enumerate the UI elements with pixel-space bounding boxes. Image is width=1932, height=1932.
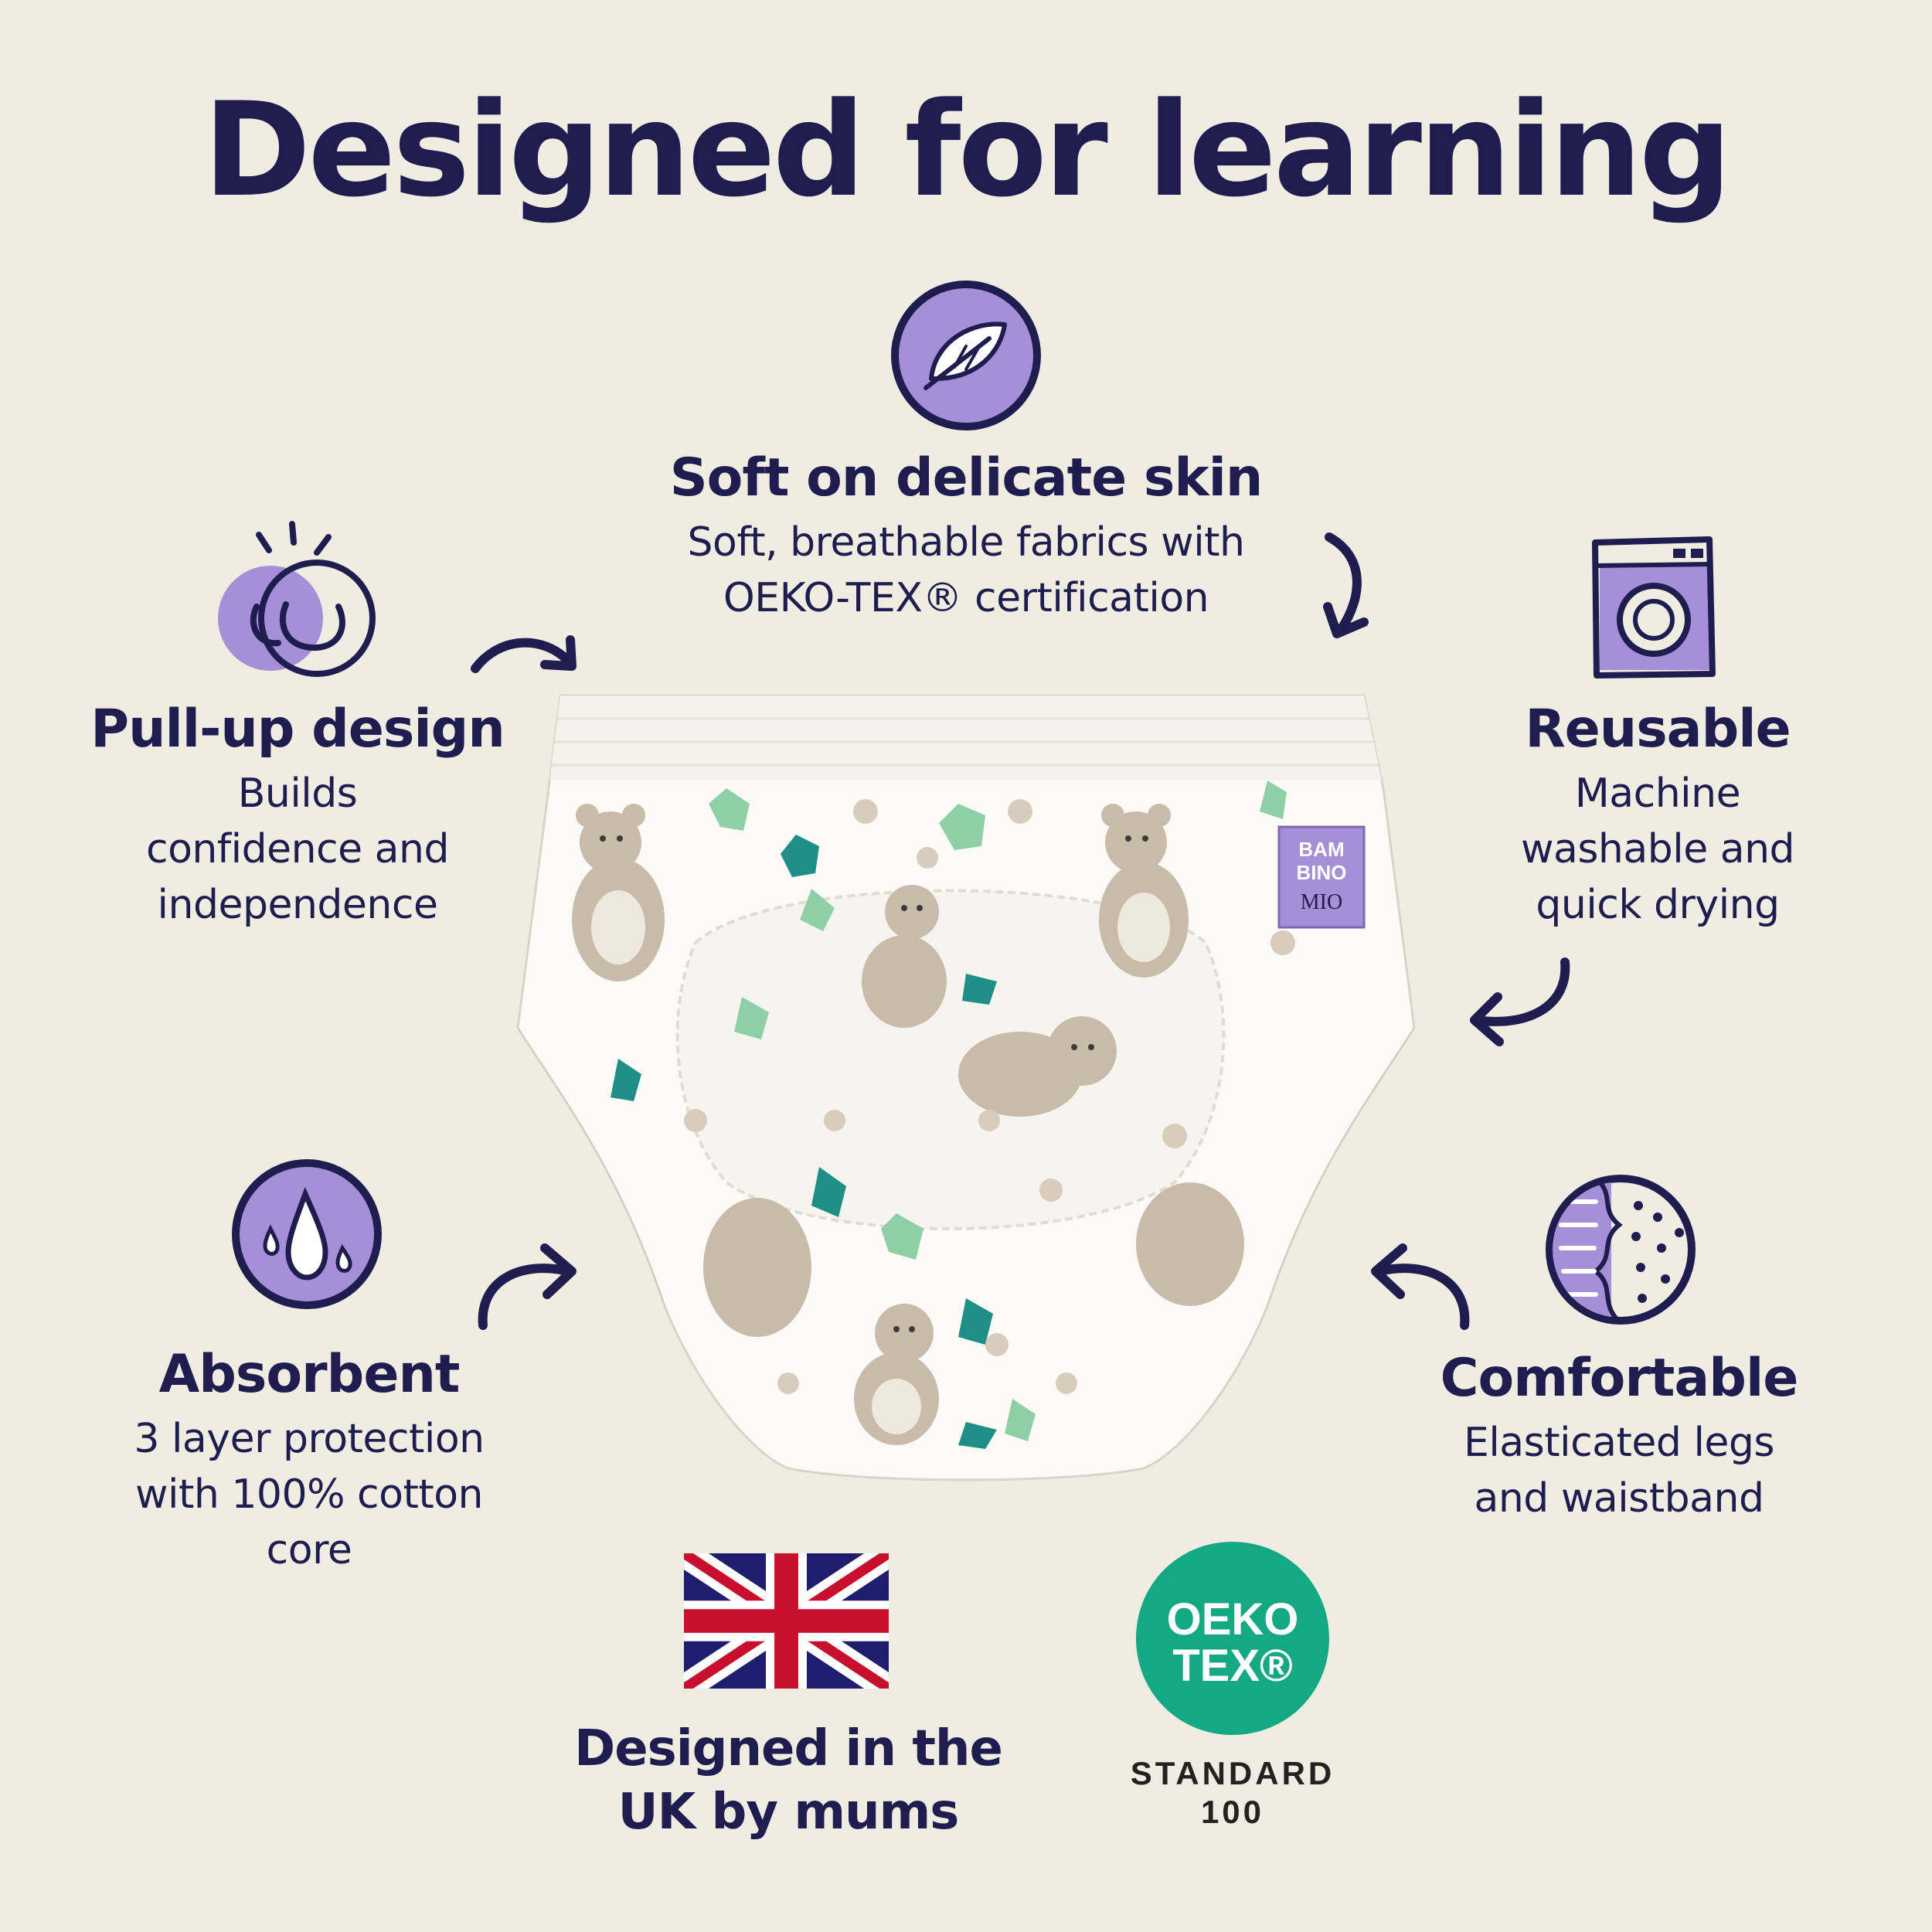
feature-pullup-heading: Pull-up design xyxy=(90,699,505,760)
washing-machine-icon xyxy=(1592,536,1716,679)
oeko-tex-line-1: OEKO xyxy=(1167,1594,1299,1645)
feature-comfortable-line-2: and waistband xyxy=(1474,1475,1764,1522)
feature-soft-heading: Soft on delicate skin xyxy=(669,447,1264,509)
feature-comfortable-line-1: Elasticated legs xyxy=(1463,1420,1775,1467)
feature-soft: Soft on delicate skin Soft, breathable f… xyxy=(541,447,1391,626)
oeko-tex-standard-label: STANDARD xyxy=(1130,1755,1335,1791)
feature-comfortable: Comfortable Elasticated legs and waistba… xyxy=(1368,1348,1870,1526)
brand-label-line-3: MIO xyxy=(1301,890,1342,914)
feature-reusable-line-2: washable and xyxy=(1520,826,1795,873)
feature-reusable-heading: Reusable xyxy=(1525,699,1791,760)
feature-soft-line-1: Soft, breathable fabrics with xyxy=(687,519,1246,566)
brand-label-line-1: BAM xyxy=(1298,838,1344,861)
feature-absorbent-line-3: core xyxy=(266,1527,352,1574)
feature-pullup-line-2: confidence and xyxy=(145,826,450,873)
feature-soft-line-2: OEKO-TEX® certification xyxy=(723,575,1209,622)
arrow-absorbent-icon xyxy=(478,1243,577,1330)
water-drops-icon xyxy=(232,1159,382,1309)
oeko-tex-logo: OEKO TEX® xyxy=(1136,1542,1329,1735)
feature-absorbent-heading: Absorbent xyxy=(158,1344,461,1405)
oeko-tex-standard: STANDARD 100 xyxy=(1105,1754,1360,1832)
feature-pullup: Pull-up design Builds confidence and ind… xyxy=(46,699,549,933)
union-jack-flag xyxy=(684,1553,889,1689)
oeko-tex-line-2: TEX® xyxy=(1172,1641,1293,1691)
feature-pullup-line-1: Builds xyxy=(237,770,358,818)
page-title: Designed for learning xyxy=(202,74,1732,226)
feature-reusable-line-1: Machine xyxy=(1574,770,1741,818)
designed-in-uk: Designed in the UK by mums xyxy=(541,1717,1036,1844)
designed-in-uk-line-2: UK by mums xyxy=(617,1784,960,1841)
feature-pullup-line-3: independence xyxy=(157,882,438,929)
feature-reusable-line-3: quick drying xyxy=(1536,882,1780,929)
feature-comfortable-heading: Comfortable xyxy=(1440,1348,1799,1409)
brand-label-line-2: BINO xyxy=(1297,861,1347,884)
feature-absorbent-line-1: 3 layer protection xyxy=(134,1416,485,1463)
arrow-comfortable-icon xyxy=(1371,1243,1470,1330)
designed-in-uk-line-1: Designed in the xyxy=(574,1720,1003,1777)
arrow-pullup-icon xyxy=(471,635,577,673)
feature-absorbent: Absorbent 3 layer protection with 100% c… xyxy=(70,1344,549,1578)
oeko-tex-standard-number: 100 xyxy=(1200,1794,1265,1830)
feature-reusable: Reusable Machine washable and quick dryi… xyxy=(1430,699,1886,933)
arrow-soft-icon xyxy=(1323,532,1369,638)
fabric-icon xyxy=(1546,1175,1696,1325)
feather-icon xyxy=(891,281,1041,430)
arrow-reusable-icon xyxy=(1470,957,1570,1046)
smiley-icon xyxy=(218,521,376,677)
feature-absorbent-line-2: with 100% cotton xyxy=(135,1471,484,1519)
training-pants-image: BAM BINO MIO xyxy=(516,694,1416,1481)
